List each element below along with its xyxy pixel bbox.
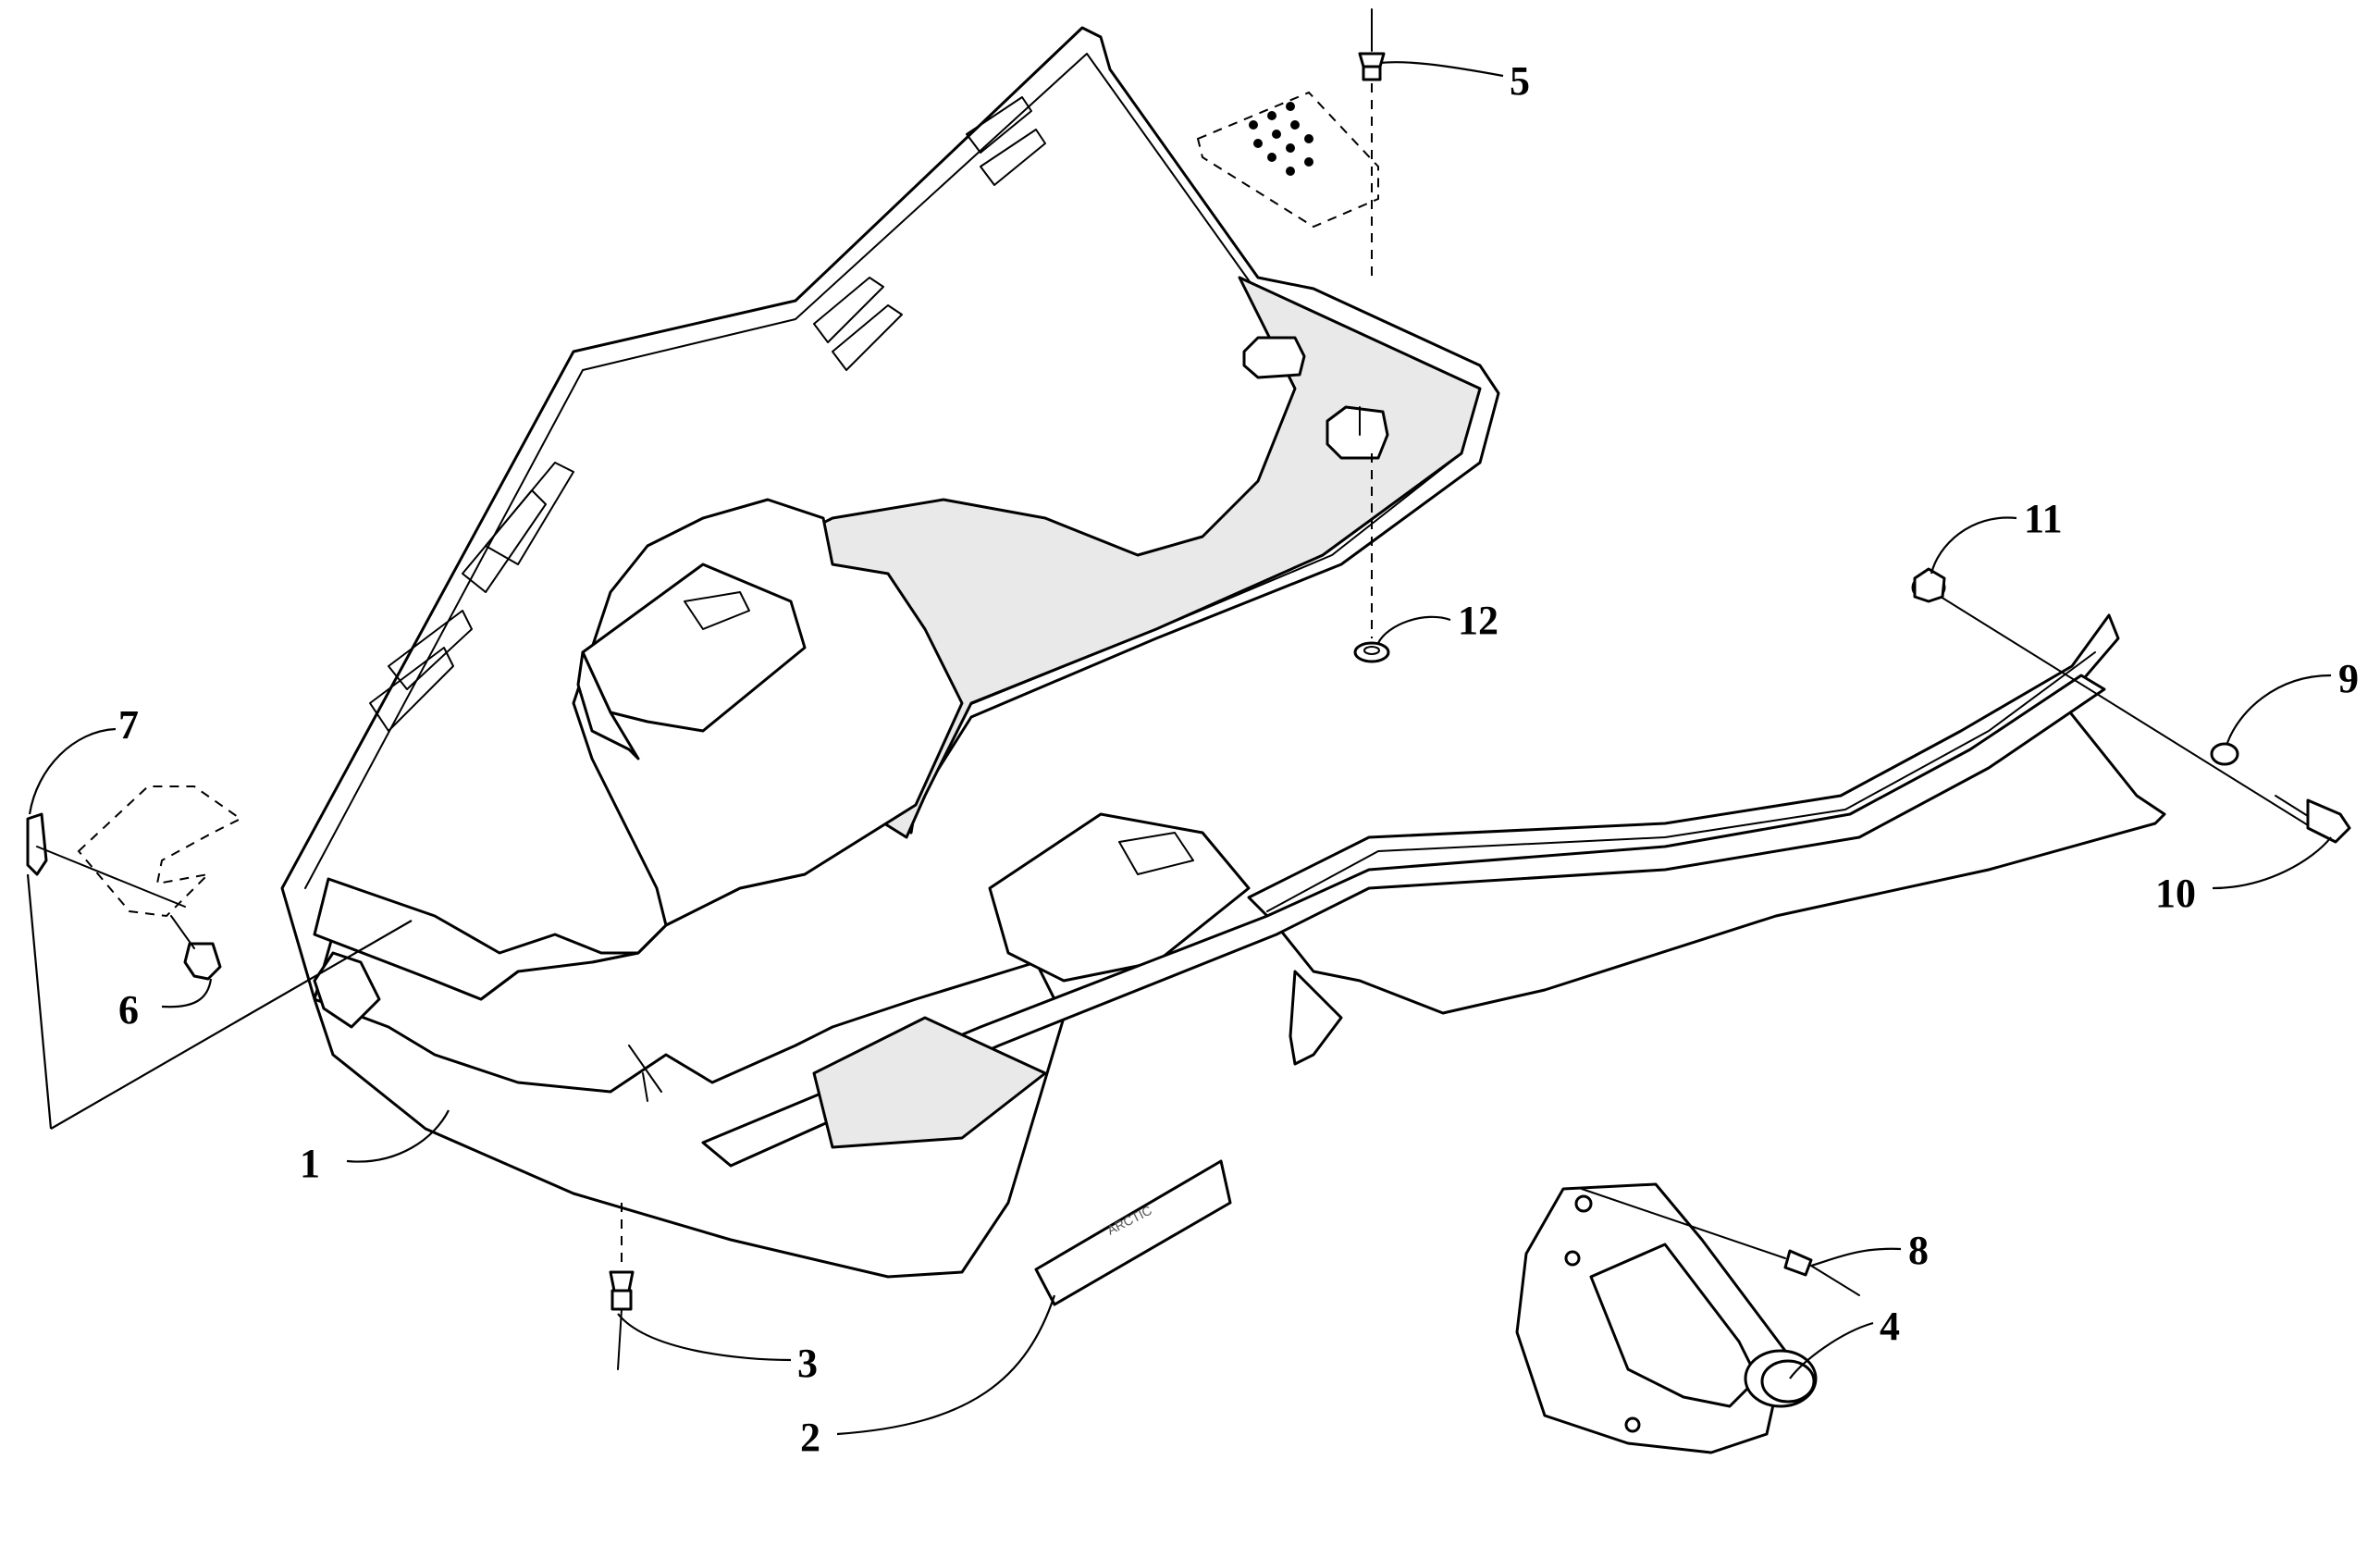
rivet-lower xyxy=(609,1203,635,1370)
panel-step-rail xyxy=(701,674,2106,1168)
bracket-clip xyxy=(26,812,48,876)
heat-shield-pad xyxy=(1196,91,1379,229)
panel-console-slot xyxy=(684,591,750,630)
washer-9 xyxy=(2210,742,2239,766)
callout-1: 1 xyxy=(300,1141,320,1186)
panel-rear-console xyxy=(988,812,1251,983)
side-bracket xyxy=(26,785,413,1130)
right-fastener-stack xyxy=(1911,567,2351,844)
right-fastener-axis xyxy=(1932,591,2313,829)
rivet-right xyxy=(1581,1188,1860,1296)
vent-boot xyxy=(1515,1182,1818,1454)
panel-step-recess xyxy=(812,1016,1047,1149)
screw-10 xyxy=(2306,798,2351,844)
panel-console-face xyxy=(576,650,640,761)
callout-10: 10 xyxy=(2155,871,2196,916)
bracket-outline xyxy=(77,785,242,918)
front-body-panel xyxy=(280,26,2166,1279)
panel-ribs-left xyxy=(369,96,1046,732)
callout-11: 11 xyxy=(2024,496,2063,541)
panel-mount-bosses xyxy=(1242,336,1389,460)
callout-5: 5 xyxy=(1510,58,1530,104)
callout-4: 4 xyxy=(1880,1304,1900,1349)
vent-boot-cone xyxy=(1589,1243,1759,1408)
panel-left-bracket xyxy=(313,951,381,1029)
panel-lower-right-bracket xyxy=(1289,970,1343,1066)
panel-right-wing-edge xyxy=(1266,651,2096,912)
rivet-top xyxy=(1358,8,1386,638)
callout-7: 7 xyxy=(118,702,139,748)
panel-console-box xyxy=(581,563,807,733)
step-decal: ARCTIC xyxy=(1034,1159,1232,1306)
callout-6: 6 xyxy=(118,987,139,1033)
callout-12: 12 xyxy=(1458,598,1498,643)
callout-9: 9 xyxy=(2338,656,2359,701)
panel-right-wing xyxy=(1247,613,2166,1015)
panel-left-wall xyxy=(313,498,964,1001)
bracket-screw xyxy=(170,915,222,981)
step-decal-plate xyxy=(1034,1159,1232,1306)
grommet xyxy=(1353,641,1390,663)
callout-8: 8 xyxy=(1908,1228,1929,1273)
callout-3: 3 xyxy=(797,1341,818,1386)
callout-labels: 1 2 3 4 5 6 7 8 9 10 11 12 xyxy=(118,58,2359,1460)
callout-2: 2 xyxy=(800,1415,820,1460)
leader-lines xyxy=(28,61,2332,1436)
